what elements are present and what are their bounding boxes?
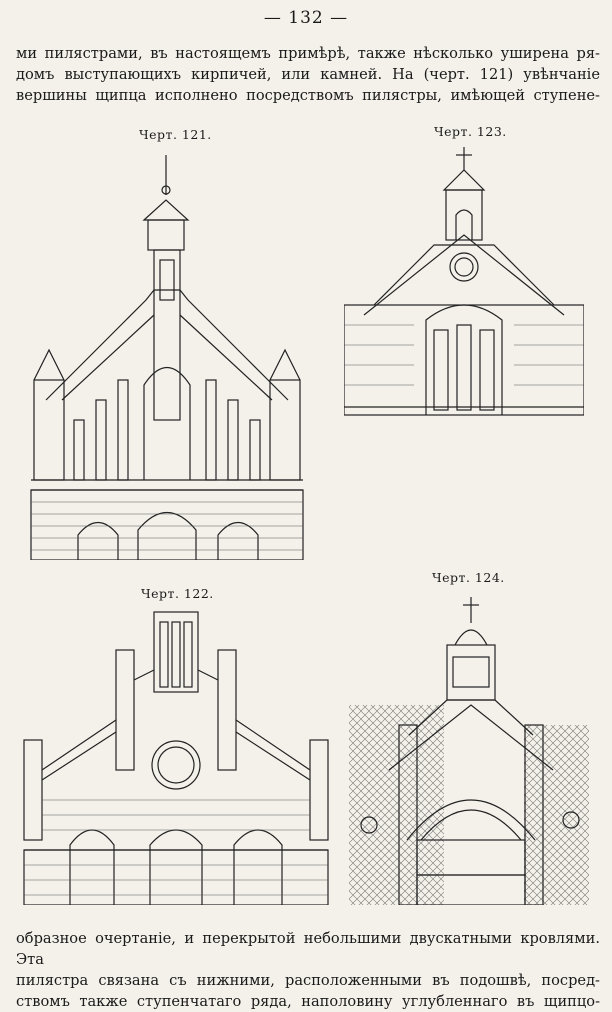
gable-121-svg [30,155,304,560]
page-number: — 132 — [263,8,349,28]
gable-123-svg [344,147,584,416]
paragraph-bottom: образное очертаніе, и перекрытой небольш… [16,928,600,1012]
paragraph-top: ми пилястрами, въ настоящемъ примѣрѣ, та… [16,43,600,106]
figure-121-gable-drawing [26,150,308,560]
figure-123-caption: Черт. 123. [434,124,507,139]
text-line: пилястра связана съ нижними, расположенн… [16,972,600,989]
figure-122-gable-drawing [20,610,332,905]
text-line: ствомъ также ступенчатаго ряда, наполови… [16,993,600,1010]
figure-121-caption: Черт. 121. [139,127,212,142]
text-line: ми пилястрами, въ настоящемъ примѣрѣ, та… [16,45,600,62]
gable-122-svg [23,611,329,905]
text-line: вершины щипца исполнено посредствомъ пил… [16,87,600,104]
figure-122-caption: Черт. 122. [141,586,214,601]
text-line: домъ выступающихъ кирпичей, или камней. … [16,66,600,83]
text-line: образное очертаніе, и перекрытой небольш… [16,930,600,968]
figure-124-caption: Черт. 124. [432,570,505,585]
figure-123-gable-drawing [344,145,584,425]
figure-124-gable-drawing [349,595,589,905]
gable-124-svg [349,597,589,905]
